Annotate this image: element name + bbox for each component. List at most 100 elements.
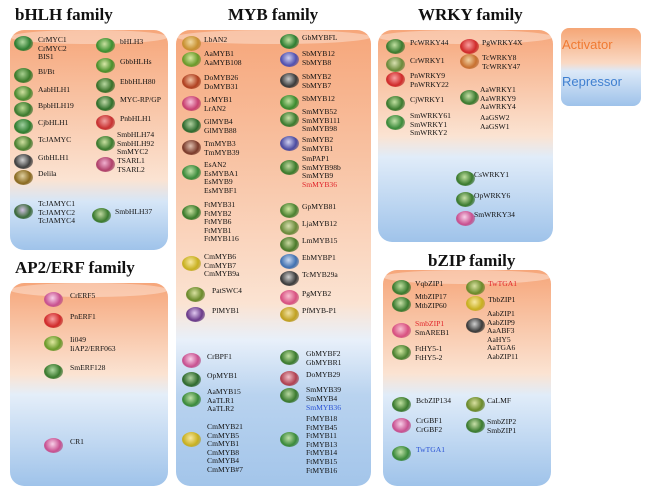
plant-thumbnail [182, 372, 201, 387]
gene-label: EbMYBP1 [302, 253, 336, 262]
gene-label: CjbHLH1 [38, 118, 69, 127]
gene-label: AabZIP1 AabZIP9 AaABF3 AaHY5 AaTGA6 AabZ… [487, 309, 519, 361]
plant-thumbnail [96, 136, 115, 151]
gene-label: Bl/Bt [38, 67, 55, 76]
plant-thumbnail [280, 220, 299, 235]
gene-label: GpMYB81 [302, 202, 337, 211]
gene-label: PcWRKY44 [410, 38, 449, 47]
plant-thumbnail [96, 38, 115, 53]
gene-label: TbbZIP1 [488, 295, 516, 304]
gene-label: bHLH3 [120, 37, 144, 46]
gene-label: Ii049 IiAP2/ERF063 [70, 335, 116, 353]
plant-thumbnail [456, 211, 475, 226]
gene-label: TcMYB29a [302, 270, 338, 279]
plant-thumbnail [96, 115, 115, 130]
bhlh-title: bHLH family [15, 5, 113, 24]
gene-label: PnERF1 [70, 312, 96, 321]
plant-thumbnail [182, 118, 201, 133]
gene-label: CsWRKY1 [474, 170, 510, 179]
plant-thumbnail [96, 78, 115, 93]
gene-label: MtbZIP17 MtbZIP60 [415, 292, 447, 310]
gene-label: GlMYB4 GlMYB88 [204, 117, 237, 135]
gene-label: PnbHLH1 [120, 114, 152, 123]
plant-thumbnail [96, 96, 115, 111]
plant-thumbnail [392, 397, 411, 412]
plant-thumbnail [280, 290, 299, 305]
gene-label: AaGSW2 AaGSW1 [480, 113, 510, 131]
gene-label: TmMYB3 TmMYB39 [204, 139, 240, 157]
plant-thumbnail [96, 58, 115, 73]
plant-thumbnail [14, 36, 33, 51]
bhlh-panel [10, 30, 168, 250]
plant-thumbnail [392, 446, 411, 461]
gene-label: GbMYBF2 GbMYBR1 [306, 349, 342, 367]
gene-label-highlight: TwTGA1 [488, 279, 517, 288]
gene-label: FtHY5-1 FtHY5-2 [415, 344, 443, 362]
gene-label: AaMYB15 AaTLR1 AaTLR2 [207, 387, 241, 414]
plant-thumbnail [182, 74, 201, 89]
plant-thumbnail [466, 296, 485, 311]
plant-thumbnail [182, 52, 201, 67]
gene-label: PgWRKY4X [482, 38, 523, 47]
plant-thumbnail [280, 73, 299, 88]
plant-thumbnail [280, 52, 299, 67]
plant-thumbnail [182, 165, 201, 180]
gene-label: CrGBF1 CrGBF2 [416, 416, 443, 434]
plant-thumbnail [14, 86, 33, 101]
gene-label: TcJAMYC1 TcJAMYC2 TcJAMYC4 [38, 199, 76, 226]
plant-thumbnail [466, 280, 485, 295]
gene-label: SmERF128 [70, 363, 106, 372]
gene-label: MYC-RP/GP [120, 95, 161, 104]
gene-label-highlight: SmMYB36 [302, 180, 338, 189]
plant-thumbnail [14, 68, 33, 83]
plant-thumbnail [182, 256, 201, 271]
gene-label: TcJAMYC [38, 135, 72, 144]
gene-label: SmWRKY61 SmWRKY1 SmWRKY2 [410, 111, 451, 138]
plant-thumbnail [280, 371, 299, 386]
gene-label: TcWRKY8 TcWRKY47 [482, 53, 521, 71]
gene-label: CrWRKY1 [410, 56, 445, 65]
plant-thumbnail [280, 160, 299, 175]
plant-thumbnail [44, 313, 63, 328]
gene-label: CrMYC1 CrMYC2 BIS1 [38, 35, 67, 62]
plant-thumbnail [392, 345, 411, 360]
plant-thumbnail [44, 336, 63, 351]
gene-label: SmbHLH74 SmbHLH92 SmMYC2 [117, 130, 155, 157]
plant-thumbnail [280, 388, 299, 403]
plant-thumbnail [96, 157, 115, 172]
legend [561, 28, 641, 106]
gene-label: SbMYB12 SbMYB8 [302, 49, 335, 67]
plant-thumbnail [386, 115, 405, 130]
gene-label: PlMYB1 [212, 306, 240, 315]
gene-label: LbAN2 [204, 35, 228, 44]
plant-thumbnail [466, 318, 485, 333]
gene-label: DoMYB29 [306, 370, 341, 379]
plant-thumbnail [280, 350, 299, 365]
plant-thumbnail [14, 170, 33, 185]
gene-label: FtMYB31 FtMYB2 FtMYB6 FtMYB1 FtMYB116 [204, 200, 239, 244]
myb-title: MYB family [228, 5, 319, 24]
plant-thumbnail [280, 271, 299, 286]
plant-thumbnail [460, 90, 479, 105]
plant-thumbnail [182, 392, 201, 407]
plant-thumbnail [456, 171, 475, 186]
gene-label: CrBPF1 [207, 352, 232, 361]
bzip-title: bZIP family [428, 251, 516, 270]
gene-label: SbMYB2 SbMYB7 [302, 72, 332, 90]
plant-thumbnail [460, 54, 479, 69]
plant-thumbnail [44, 364, 63, 379]
plant-thumbnail [182, 353, 201, 368]
gene-label: AaMYB1 AaMYB108 [204, 49, 242, 67]
plant-thumbnail [182, 140, 201, 155]
gene-label: GbMYBFL [302, 33, 338, 42]
plant-thumbnail [280, 237, 299, 252]
gene-label: GtbHLH1 [38, 153, 69, 162]
plant-thumbnail [386, 57, 405, 72]
plant-thumbnail [386, 72, 405, 87]
plant-thumbnail [466, 418, 485, 433]
legend-activator-label: Activator [562, 37, 613, 52]
plant-thumbnail [182, 36, 201, 51]
plant-thumbnail [182, 205, 201, 220]
plant-thumbnail [14, 119, 33, 134]
gene-label: Delila [38, 169, 57, 178]
